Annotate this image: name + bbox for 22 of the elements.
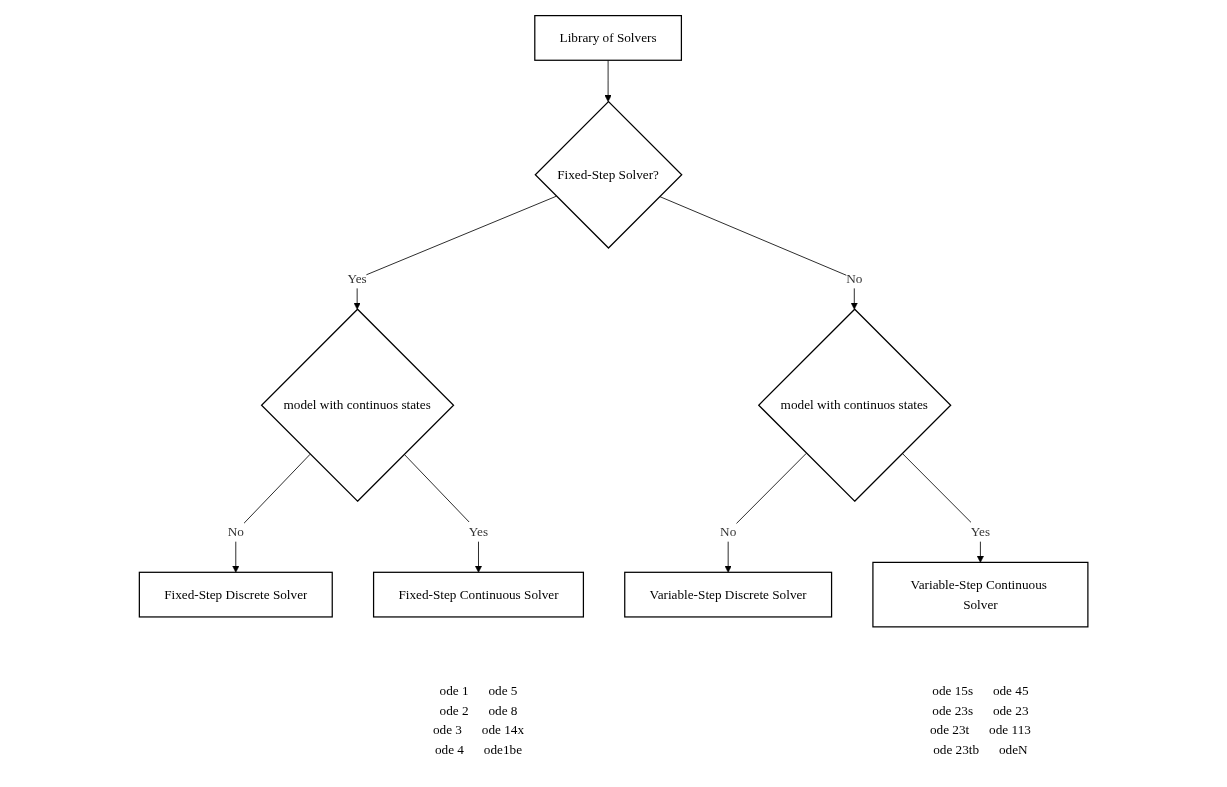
- edge-label: No: [719, 523, 737, 538]
- node-label: ode 4 ode1be: [434, 742, 522, 757]
- node-box: Fixed-Step Continuous Solver: [372, 571, 584, 618]
- edge-label: Yes: [347, 270, 367, 285]
- edge-label: Yes: [970, 523, 990, 538]
- node-label: ode 15s ode 45: [932, 682, 1029, 697]
- node-label: ode 1 ode 5: [439, 682, 518, 697]
- node-label: ode 3 ode 14x: [432, 722, 524, 737]
- node-label: ode 23t ode 113: [929, 722, 1031, 737]
- node-box: Fixed-Step Discrete Solver: [138, 571, 333, 618]
- edge-label: No: [227, 523, 244, 538]
- node-diamond: Fixed-Step Solver?: [534, 100, 683, 249]
- node-box: Variable-Step Discrete Solver: [624, 571, 833, 618]
- node-label: ode 2 ode 8: [439, 702, 518, 717]
- node-diamond: model with continuos states: [757, 307, 952, 502]
- node-label: ode 23tb odeN: [933, 742, 1028, 757]
- edge-label: Yes: [468, 523, 488, 538]
- node-diamond: model with continuos states: [260, 307, 455, 502]
- node-box: Variable-Step Continuous Solver: [872, 561, 1089, 627]
- node-box: Library of Solvers: [534, 14, 682, 61]
- edge-label: No: [846, 270, 863, 285]
- node-label: ode 23s ode 23: [932, 702, 1029, 717]
